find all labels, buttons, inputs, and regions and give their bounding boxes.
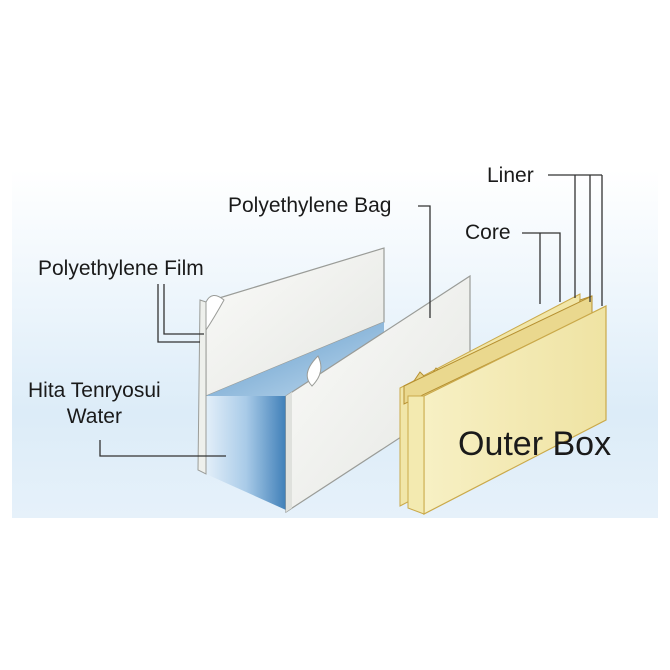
leader-polyethylene-film <box>157 284 204 343</box>
bag-left-edge <box>197 299 207 475</box>
label-water-line2: Water <box>66 405 122 428</box>
leader-water <box>99 440 226 457</box>
label-water-line1: Hita Tenryosui <box>28 379 161 402</box>
label-liner: Liner <box>487 164 534 187</box>
leader-polyethylene-bag <box>418 205 431 318</box>
label-polyethylene-film: Polyethylene Film <box>38 257 204 280</box>
bag-front-edge <box>286 392 292 512</box>
water-front-face <box>206 396 286 510</box>
box-outer-edge <box>407 395 425 515</box>
label-core: Core <box>465 221 511 244</box>
label-polyethylene-bag: Polyethylene Bag <box>228 194 392 217</box>
water-top-face <box>206 322 384 396</box>
label-outer-box: Outer Box <box>458 425 612 463</box>
film-fold-left <box>205 295 225 332</box>
leader-liner <box>548 174 603 306</box>
leader-core <box>522 232 561 304</box>
film-fold-front <box>306 355 322 387</box>
label-water: Hita Tenryosui Water <box>28 378 161 430</box>
